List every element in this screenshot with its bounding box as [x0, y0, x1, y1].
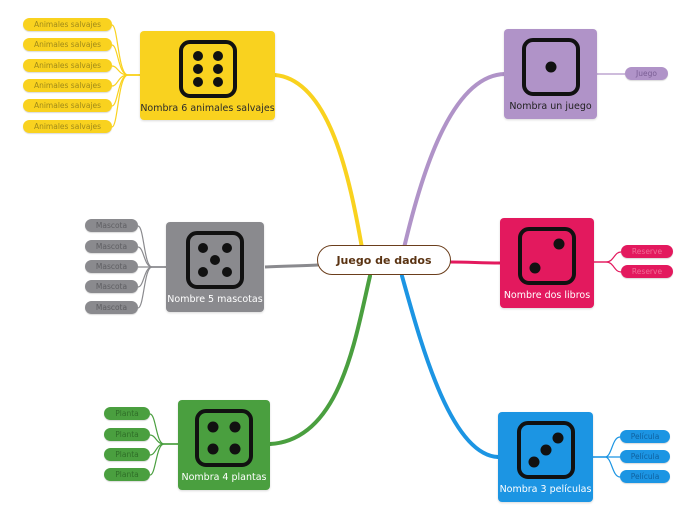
subtopic-animal[interactable]: Animales salvajes	[23, 59, 112, 72]
subtopic-mascota[interactable]: Mascota	[85, 219, 138, 232]
topic-mascotas[interactable]: Nombre 5 mascotas	[166, 222, 264, 312]
dice-four-icon	[195, 409, 253, 467]
topic-juego[interactable]: Nombra un juego	[504, 29, 597, 119]
dice-one-icon	[521, 38, 580, 96]
subtopic-juego[interactable]: Juego	[625, 67, 668, 80]
topic-plantas[interactable]: Nombra 4 plantas	[178, 400, 270, 490]
topic-label: Nombra 6 animales salvajes	[140, 103, 275, 114]
subtopic-mascota[interactable]: Mascota	[85, 280, 138, 293]
central-topic-label: Juego de dados	[336, 253, 432, 267]
subtopic-animal[interactable]: Animales salvajes	[23, 120, 112, 133]
topic-libros[interactable]: Nombre dos libros	[500, 218, 594, 308]
central-topic[interactable]: Juego de dados	[317, 245, 451, 275]
subtopic-pelicula[interactable]: Película	[620, 450, 670, 463]
subtopic-mascota[interactable]: Mascota	[85, 301, 138, 314]
dice-three-icon	[516, 421, 575, 479]
subtopic-planta[interactable]: Planta	[104, 468, 150, 481]
subtopic-animal[interactable]: Animales salvajes	[23, 18, 112, 31]
subtopic-planta[interactable]: Planta	[104, 428, 150, 441]
subtopic-animal[interactable]: Animales salvajes	[23, 79, 112, 92]
topic-label: Nombra 4 plantas	[181, 472, 267, 483]
subtopic-planta[interactable]: Planta	[104, 448, 150, 461]
topic-peliculas[interactable]: Nombra 3 películas	[498, 412, 593, 502]
subtopic-pelicula[interactable]: Película	[620, 470, 670, 483]
topic-label: Nombre dos libros	[503, 290, 591, 301]
topic-label: Nombra un juego	[509, 101, 592, 112]
subtopic-mascota[interactable]: Mascota	[85, 240, 138, 253]
subtopic-libro[interactable]: Reserve	[621, 265, 673, 278]
topic-label: Nombre 5 mascotas	[167, 294, 263, 305]
topic-animales-salvajes[interactable]: Nombra 6 animales salvajes	[140, 31, 275, 120]
topic-label: Nombra 3 películas	[499, 484, 592, 495]
subtopic-pelicula[interactable]: Película	[620, 430, 670, 443]
subtopic-mascota[interactable]: Mascota	[85, 260, 138, 273]
dice-two-icon	[518, 227, 576, 285]
subtopic-animal[interactable]: Animales salvajes	[23, 38, 112, 51]
subtopic-libro[interactable]: Reserve	[621, 245, 673, 258]
dice-five-icon	[186, 231, 244, 289]
dice-six-icon	[178, 40, 237, 98]
subtopic-animal[interactable]: Animales salvajes	[23, 99, 112, 112]
subtopic-planta[interactable]: Planta	[104, 407, 150, 420]
